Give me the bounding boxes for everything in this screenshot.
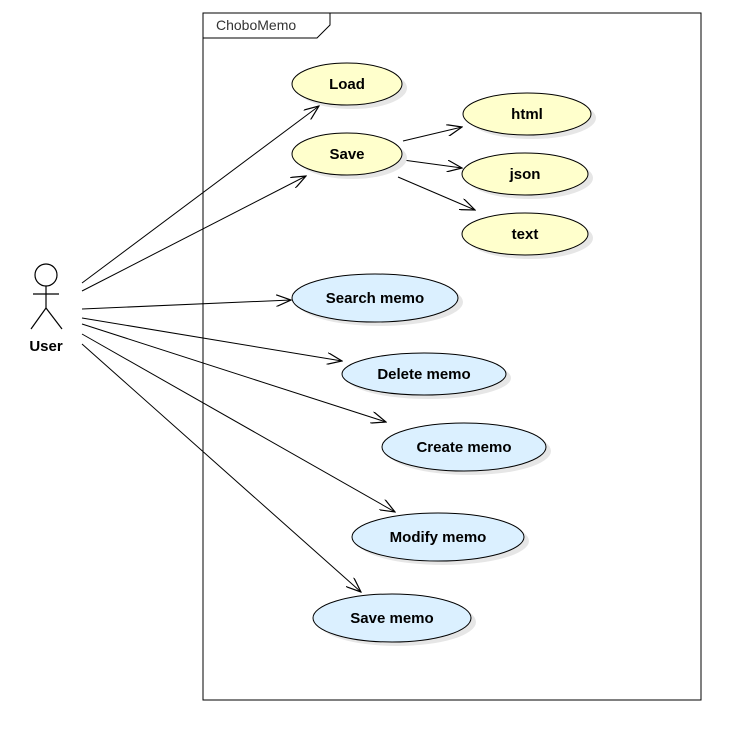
use-case-save-memo[interactable]: Save memo — [312, 593, 476, 646]
use-case-load-label: Load — [329, 76, 365, 93]
use-case-search-memo[interactable]: Search memo — [291, 273, 463, 326]
system-title: ChoboMemo — [216, 17, 296, 33]
assoc-user-save — [81, 176, 306, 292]
assoc-user-modify — [81, 333, 395, 512]
assoc-user-savememo — [81, 343, 361, 592]
use-case-text-label: text — [512, 226, 539, 243]
use-case-delete-memo[interactable]: Delete memo — [341, 352, 511, 399]
assoc-user-load — [81, 106, 319, 284]
assoc-save-html — [402, 127, 462, 142]
assoc-save-text — [397, 176, 475, 210]
use-case-html[interactable]: html — [462, 92, 596, 139]
use-case-text[interactable]: text — [461, 212, 593, 259]
actor-label: User — [29, 338, 63, 355]
use-case-load[interactable]: Load — [291, 62, 407, 109]
use-case-save[interactable]: Save — [291, 132, 407, 179]
associations — [81, 106, 475, 592]
use-case-create-memo-label: Create memo — [416, 439, 511, 456]
use-case-search-memo-label: Search memo — [326, 290, 424, 307]
use-case-modify-memo-label: Modify memo — [390, 529, 487, 546]
system-boundary: ChoboMemo — [202, 12, 702, 701]
actor-icon — [30, 263, 63, 330]
assoc-user-create — [81, 323, 386, 422]
use-case-save-memo-label: Save memo — [350, 610, 433, 627]
use-case-json[interactable]: json — [461, 152, 593, 199]
use-case-json-label: json — [509, 166, 541, 183]
actor-user[interactable]: User — [29, 263, 63, 355]
assoc-user-delete — [81, 317, 342, 361]
use-case-delete-memo-label: Delete memo — [377, 366, 470, 383]
use-case-create-memo[interactable]: Create memo — [381, 422, 551, 475]
assoc-user-search — [81, 300, 291, 310]
use-case-modify-memo[interactable]: Modify memo — [351, 512, 529, 565]
assoc-save-json — [402, 159, 462, 168]
use-case-save-label: Save — [329, 146, 364, 163]
use-case-html-label: html — [511, 106, 543, 123]
